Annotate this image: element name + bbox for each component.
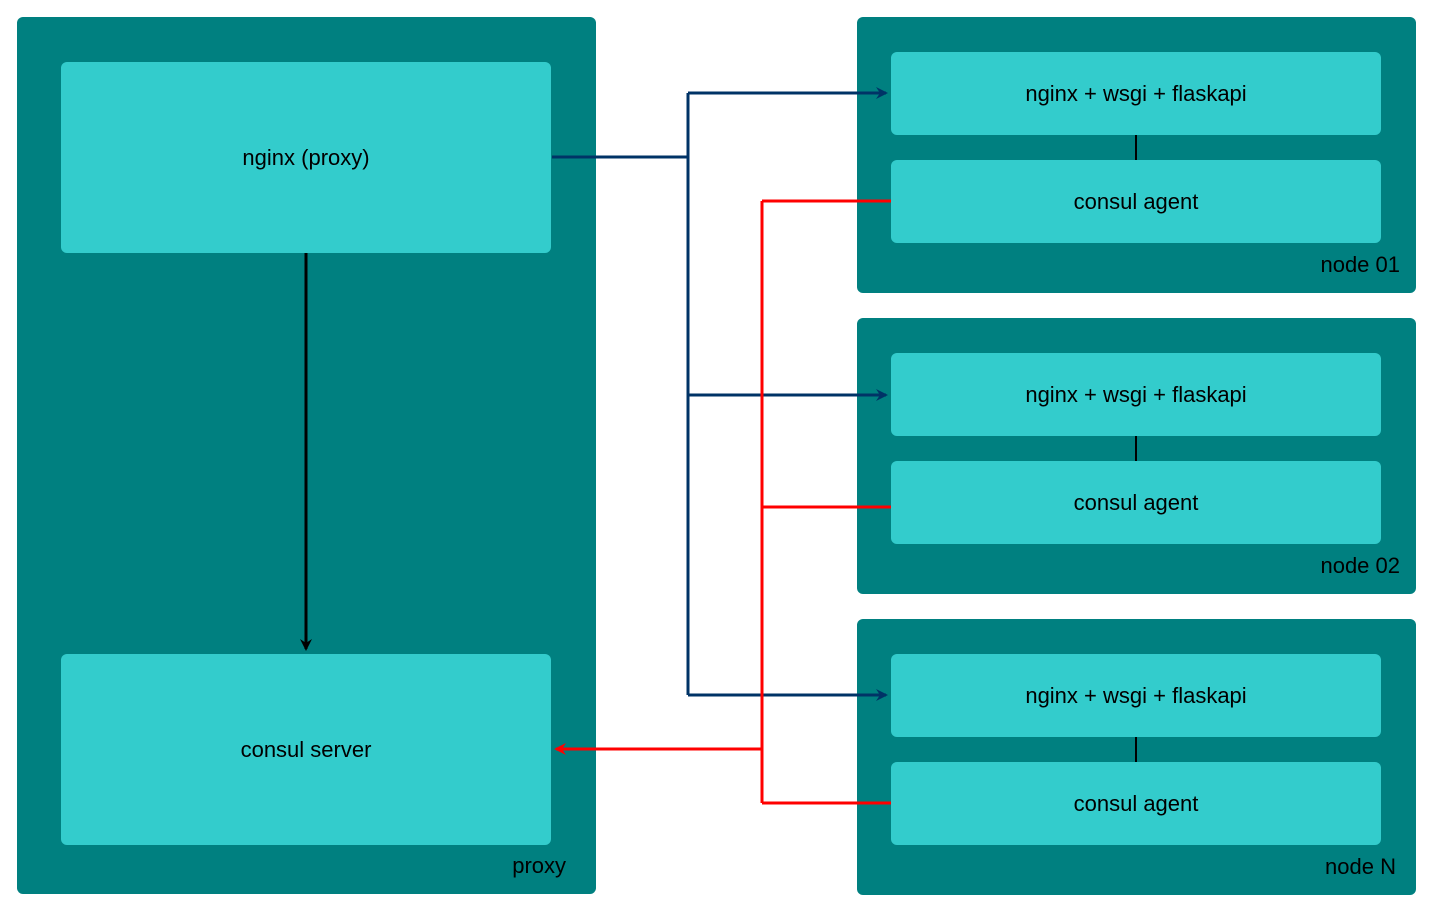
proxy-group: nginx (proxy) consul server proxy xyxy=(17,17,596,894)
node-01-label: node 01 xyxy=(1320,252,1400,277)
node-02-group: nginx + wsgi + flaskapi consul agent nod… xyxy=(857,318,1416,594)
node-01-group: nginx + wsgi + flaskapi consul agent nod… xyxy=(857,17,1416,293)
node-02-label: node 02 xyxy=(1320,553,1400,578)
consul-server-box[interactable]: consul server xyxy=(61,654,551,845)
node-02-app-box[interactable]: nginx + wsgi + flaskapi xyxy=(891,353,1381,436)
request-edges xyxy=(552,87,888,701)
gossip-edges xyxy=(554,199,891,805)
node-01-app-box[interactable]: nginx + wsgi + flaskapi xyxy=(891,52,1381,135)
node-02-agent-box[interactable]: consul agent xyxy=(891,461,1381,544)
node-n-app-box[interactable]: nginx + wsgi + flaskapi xyxy=(891,654,1381,737)
node-n-label: node N xyxy=(1325,854,1396,879)
node-n-agent-box[interactable]: consul agent xyxy=(891,762,1381,845)
nginx-proxy-box[interactable]: nginx (proxy) xyxy=(61,62,551,253)
proxy-group-label: proxy xyxy=(512,853,566,878)
node-01-agent-box[interactable]: consul agent xyxy=(891,160,1381,243)
node-n-group: nginx + wsgi + flaskapi consul agent nod… xyxy=(857,619,1416,895)
